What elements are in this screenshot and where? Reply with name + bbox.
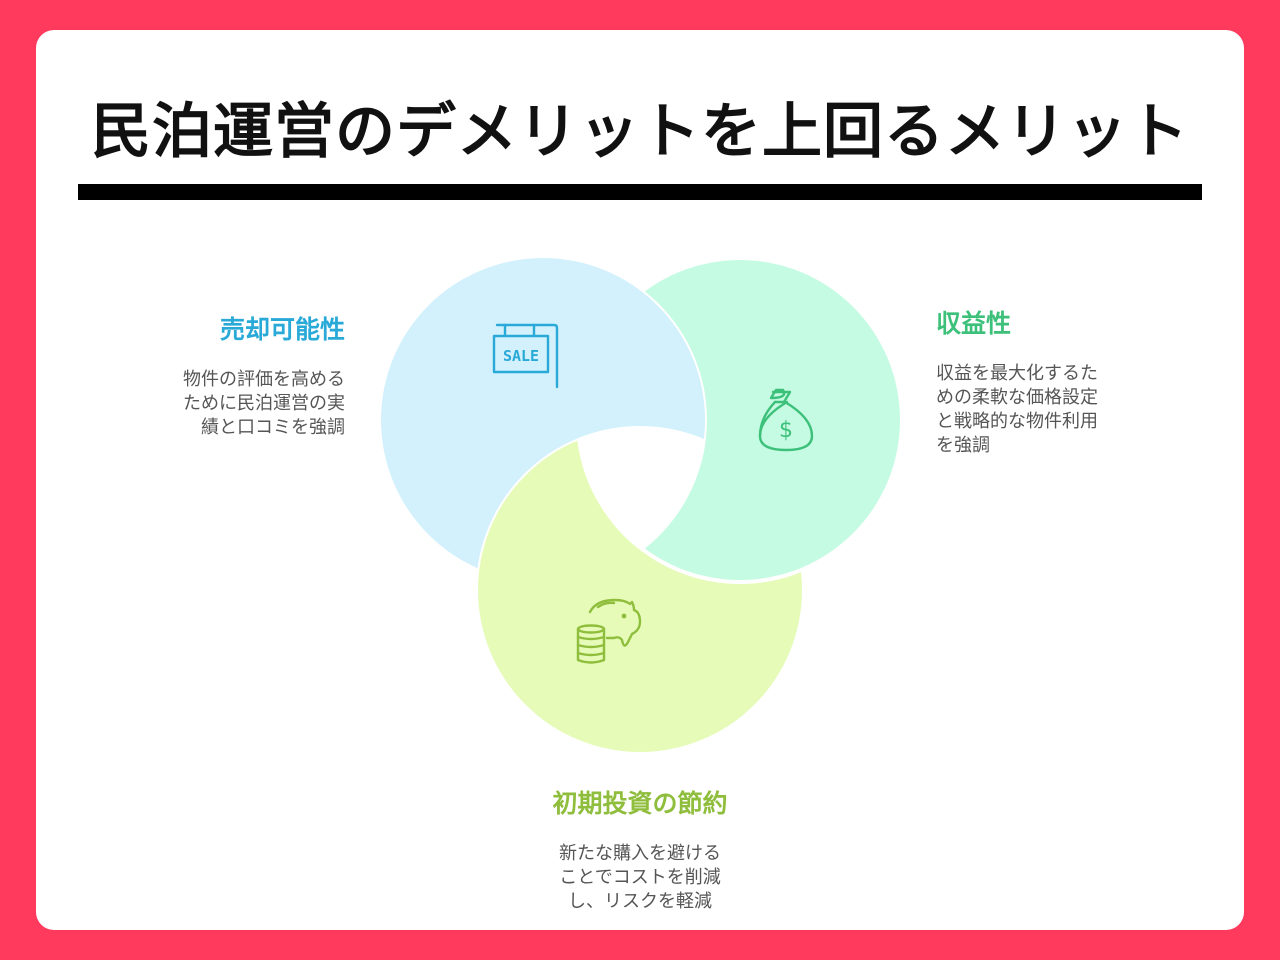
segment-title: 収益性: [936, 309, 1012, 338]
title-underline: [78, 184, 1202, 200]
segment-profitability: 収益性 収益を最大化するた めの柔軟な価格設定 と戦略的な物件利用 を強調: [936, 308, 1126, 458]
description-line: 績と口コミを強調: [201, 417, 345, 438]
page-title: 民泊運営のデメリットを上回るメリット: [91, 97, 1189, 167]
segment-description: 物件の評価を高める ために民泊運営の実 績と口コミを強調: [140, 368, 345, 440]
description-line: ことでコストを削減: [559, 867, 721, 888]
segment-title: 初期投資の節約: [552, 789, 728, 818]
description-line: 新たな購入を避ける: [559, 843, 721, 864]
piggy-bank-coins-icon: [576, 598, 642, 664]
svg-text:$: $: [779, 418, 793, 443]
sale-sign-icon: SALE: [492, 323, 559, 389]
svg-text:SALE: SALE: [503, 347, 539, 365]
segment-description: 収益を最大化するた めの柔軟な価格設定 と戦略的な物件利用 を強調: [936, 362, 1126, 458]
description-line: 収益を最大化するた: [936, 363, 1098, 384]
description-line: ために民泊運営の実: [183, 393, 345, 414]
segment-description: 新たな購入を避ける ことでコストを削減 し、リスクを軽減: [490, 842, 790, 914]
description-line: と戦略的な物件利用: [936, 411, 1098, 432]
segment-initial-investment: 初期投資の節約 新たな購入を避ける ことでコストを削減 し、リスクを軽減: [490, 788, 790, 914]
description-line: 物件の評価を高める: [183, 369, 345, 390]
description-line: めの柔軟な価格設定: [936, 387, 1098, 408]
description-line: し、リスクを軽減: [568, 891, 712, 912]
money-bag-icon: $: [758, 388, 814, 452]
circle-initial-investment: [478, 428, 802, 752]
segment-title: 売却可能性: [219, 315, 345, 344]
description-line: を強調: [936, 435, 990, 456]
segment-resale: 売却可能性 物件の評価を高める ために民泊運営の実 績と口コミを強調: [140, 314, 345, 440]
